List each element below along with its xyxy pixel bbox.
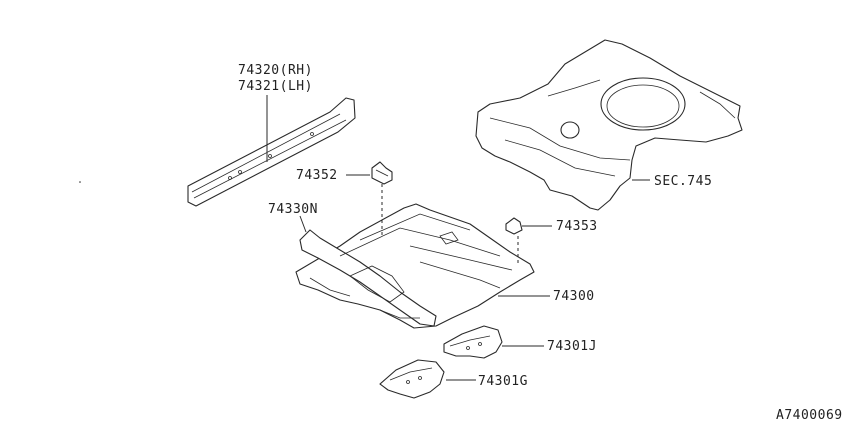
- bracket-74353: [505, 217, 523, 235]
- cross-member-74301j: [443, 325, 503, 359]
- label-74321-lh: 74321(LH): [238, 79, 313, 94]
- label-74320-rh: 74320(RH): [238, 63, 313, 78]
- label-74330n: 74330N: [268, 202, 318, 217]
- bracket-74352: [371, 161, 393, 185]
- front-floor-panel: [295, 203, 535, 329]
- label-74352: 74352: [296, 168, 338, 183]
- label-74301j: 74301J: [547, 339, 597, 354]
- diagram-id: A7400069: [776, 408, 843, 423]
- cross-member-74301g: [379, 359, 445, 399]
- label-sec-745: SEC.745: [654, 174, 712, 189]
- label-74301g: 74301G: [478, 374, 528, 389]
- rear-floor-panel: [475, 39, 743, 211]
- leader-lines: [266, 95, 650, 381]
- stray-dot: [79, 181, 81, 183]
- label-74300: 74300: [553, 289, 595, 304]
- label-74353: 74353: [556, 219, 598, 234]
- side-sill-rail: [187, 97, 356, 207]
